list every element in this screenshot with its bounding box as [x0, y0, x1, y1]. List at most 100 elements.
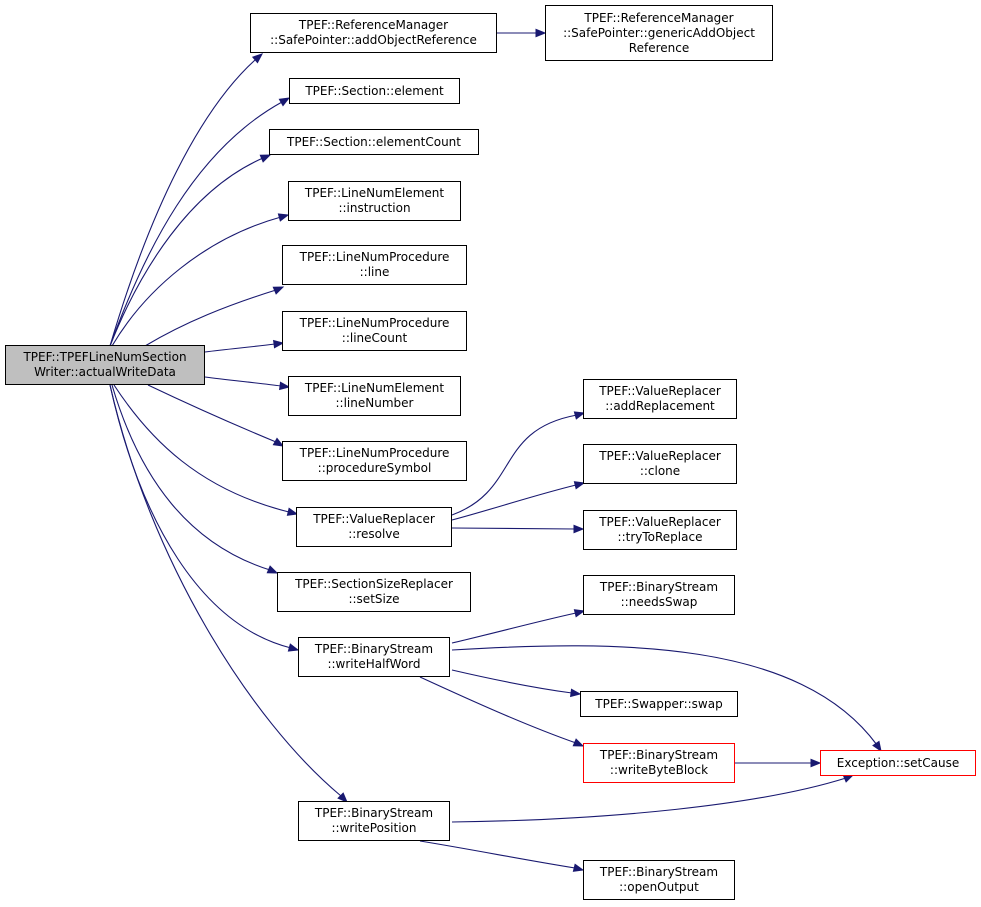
edge-root-writePos [109, 384, 342, 797]
node-binarystream-openoutput[interactable]: TPEF::BinaryStream::openOutput [583, 860, 735, 900]
node-label-line: TPEF::ValueReplacer [313, 512, 435, 526]
node-label-line: TPEF::LineNumProcedure [299, 446, 450, 460]
node-label-line: TPEF::BinaryStream [314, 806, 434, 820]
node-label-line: ::SafePointer::genericAddObject [563, 25, 755, 40]
node-label-line: ::openOutput [619, 880, 699, 894]
edge-root-element [109, 101, 283, 347]
node-label-line: TPEF::ValueReplacer [599, 515, 721, 529]
arrowhead-root-line [272, 286, 285, 295]
node-label-line: TPEF::ValueReplacer [599, 449, 721, 463]
arrowhead-writeHalf-writeByte [572, 738, 585, 747]
arrowhead-root-elementCount [259, 154, 272, 163]
arrowhead-root-lineCount [273, 339, 285, 349]
node-label-line: ::clone [639, 464, 681, 478]
edge-resolve-tryRepl [451, 527, 576, 530]
edge-writeHalf-writeByte [419, 676, 577, 744]
node-linenumelement-instruction[interactable]: TPEF::LineNumElement::instruction [288, 181, 461, 221]
edge-root-resolve [113, 384, 290, 513]
edge-writeHalf-swap [451, 669, 573, 694]
node-linenumprocedure-proceduresymbol[interactable]: TPEF::LineNumProcedure::procedureSymbol [282, 441, 467, 481]
node-linenumprocedure-line[interactable]: TPEF::LineNumProcedure::line [282, 245, 467, 285]
edge-writeHalf-setCause [451, 645, 878, 746]
node-swapper-swap[interactable]: TPEF::Swapper::swap [580, 691, 738, 717]
node-label-line: TPEF::Section::element [305, 83, 444, 98]
node-label-line: ::resolve [348, 527, 400, 541]
edge-resolve-clone [451, 484, 577, 521]
node-label-line: ::procedureSymbol [317, 461, 432, 475]
arrowhead-writeHalf-swap [570, 688, 582, 698]
node-label-line: ::SafePointer::addObjectReference [270, 33, 477, 47]
edge-root-lineCount [204, 343, 276, 353]
node-label-line: Reference [628, 40, 690, 55]
node-label-line: TPEF::ValueReplacer [599, 384, 721, 398]
node-label-line: TPEF::LineNumElement [304, 381, 445, 395]
node-label-line: ::lineNumber [335, 396, 414, 410]
edge-root-elementCount [109, 157, 264, 347]
node-label-line: Writer::actualWriteData [34, 365, 176, 379]
node-label-line: TPEF::BinaryStream [314, 642, 434, 656]
node-valuereplacer-resolve[interactable]: TPEF::ValueReplacer::resolve [296, 507, 452, 547]
arrowhead-root-element [278, 97, 291, 107]
node-label-line: TPEF::BinaryStream [599, 748, 719, 762]
arrowhead-root-setSize [266, 565, 279, 574]
node-label-line: TPEF::Swapper::swap [595, 696, 723, 711]
node-label-line: ::line [359, 265, 390, 279]
node-addobjectreference[interactable]: TPEF::ReferenceManager::SafePointer::add… [250, 13, 497, 53]
arrowhead-writeByte-setCause [810, 758, 822, 768]
arrowhead-root-writePos [337, 792, 348, 803]
node-label-line: TPEF::ReferenceManager [584, 10, 734, 25]
node-label-line: ::tryToReplace [617, 530, 703, 544]
node-label-line: ::writeByteBlock [609, 763, 709, 777]
node-valuereplacer-clone[interactable]: TPEF::ValueReplacer::clone [583, 444, 737, 484]
arrowhead-addObjRef-genericAdd [535, 28, 547, 38]
node-label-line: TPEF::LineNumProcedure [299, 316, 450, 330]
node-valuereplacer-trytoreplace[interactable]: TPEF::ValueReplacer::tryToReplace [583, 510, 737, 550]
edge-writeHalf-needsSwap [451, 612, 577, 644]
node-label-line: TPEF::LineNumElement [304, 186, 445, 200]
node-label-line: TPEF::Section::elementCount [287, 134, 461, 149]
node-valuereplacer-addreplacement[interactable]: TPEF::ValueReplacer::addReplacement [583, 379, 737, 419]
edge-root-addObjRef [109, 59, 256, 347]
edge-root-procSymbol [147, 384, 277, 443]
arrowhead-root-instruction [277, 213, 290, 222]
node-binarystream-needsswap[interactable]: TPEF::BinaryStream::needsSwap [583, 575, 735, 615]
node-section-element[interactable]: TPEF::Section::element [289, 78, 460, 104]
arrowhead-writeHalf-setCause [872, 740, 882, 753]
arrowhead-root-resolve [286, 507, 299, 516]
arrowhead-writePos-openOutput [572, 863, 585, 872]
node-linenumelement-linenumber[interactable]: TPEF::LineNumElement::lineNumber [288, 376, 461, 416]
node-label-line: ::lineCount [341, 331, 408, 345]
node-linenumprocedure-linecount[interactable]: TPEF::LineNumProcedure::lineCount [282, 311, 467, 351]
edge-root-lineNumber [204, 376, 282, 387]
node-label-line: ::writeHalfWord [327, 657, 421, 671]
edge-root-setSize [111, 384, 271, 571]
arrowhead-writeHalf-needsSwap [573, 609, 586, 618]
arrowhead-resolve-tryRepl [573, 524, 585, 534]
arrowhead-resolve-clone [573, 481, 586, 490]
node-binarystream-writehalfword[interactable]: TPEF::BinaryStream::writeHalfWord [298, 637, 450, 677]
node-label-line: TPEF::BinaryStream [599, 580, 719, 594]
edge-root-instruction [111, 216, 282, 347]
node-label-line: ::needsSwap [620, 595, 698, 609]
node-label-line: ::instruction [338, 201, 411, 215]
edge-root-line [144, 289, 277, 347]
node-label-line: TPEF::BinaryStream [599, 865, 719, 879]
edge-root-writeHalf [109, 384, 292, 649]
node-genericaddobjectreference[interactable]: TPEF::ReferenceManager::SafePointer::gen… [545, 5, 773, 61]
arrowhead-root-writeHalf [287, 643, 300, 652]
arrowhead-root-procSymbol [272, 437, 285, 447]
edge-resolve-addRepl [451, 414, 578, 516]
node-label-line: TPEF::LineNumProcedure [299, 250, 450, 264]
arrowhead-root-lineNumber [279, 381, 291, 391]
node-label-line: ::setSize [348, 592, 400, 606]
node-label-line: ::writePosition [331, 821, 417, 835]
node-section-elementcount[interactable]: TPEF::Section::elementCount [269, 129, 479, 155]
node-binarystream-writebyteblock[interactable]: TPEF::BinaryStream::writeByteBlock [583, 743, 735, 783]
node-sectionsizereplacer-setsize[interactable]: TPEF::SectionSizeReplacer::setSize [277, 572, 471, 612]
node-exception-setcause[interactable]: Exception::setCause [820, 750, 976, 776]
node-binarystream-writeposition[interactable]: TPEF::BinaryStream::writePosition [298, 801, 450, 841]
node-label-line: TPEF::ReferenceManager [298, 18, 449, 32]
